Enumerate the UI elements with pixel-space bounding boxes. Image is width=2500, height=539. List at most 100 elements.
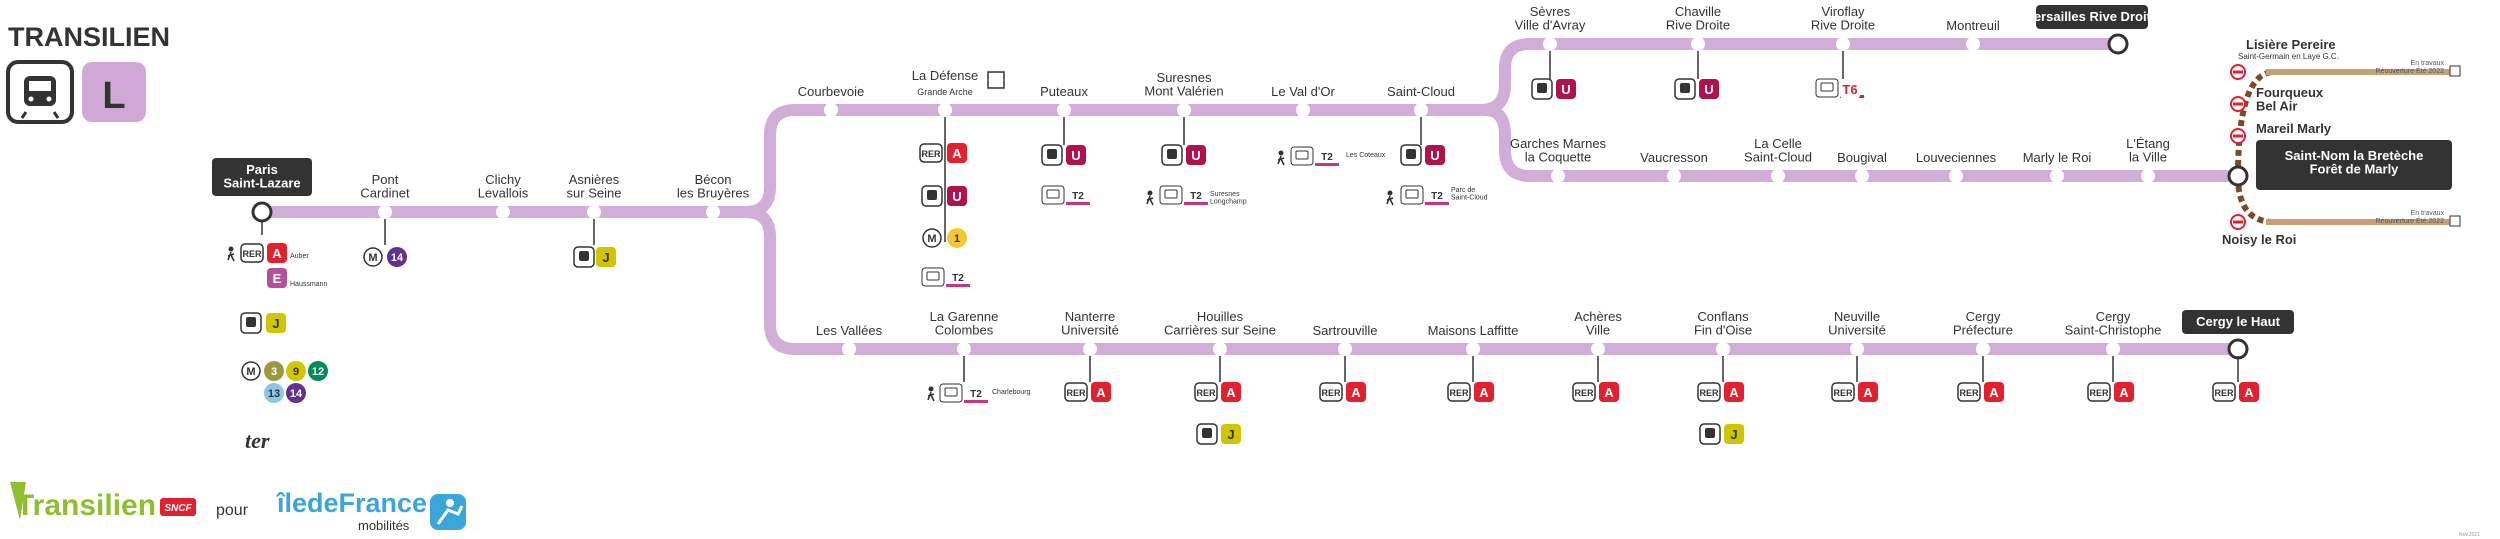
- station-neuville: [1850, 342, 1864, 356]
- j-badge-label: J: [1227, 427, 1234, 442]
- metro-label: M: [927, 233, 936, 245]
- rer-icon: [2212, 382, 2236, 402]
- rer-a-badge: [1984, 382, 2004, 402]
- rer-a-badge-label: A: [1226, 385, 1236, 400]
- walk-icon: [1278, 150, 1284, 156]
- tram-line-label: T2: [952, 273, 964, 284]
- terminal-cergy-label-bg: [2182, 310, 2294, 334]
- transilien-logo: Transilien SNCF: [10, 482, 196, 522]
- u-badge: [1699, 79, 1719, 99]
- tram-line-bar: [1184, 202, 1208, 205]
- rer-a-badge: [947, 143, 967, 163]
- rer-a-badge-label: A: [2119, 385, 2129, 400]
- station-cergy-stc: [2106, 342, 2120, 356]
- metro-line-label: 14: [290, 388, 303, 400]
- note-haussmann: Haussmann: [290, 281, 327, 288]
- closed-icon: [2233, 134, 2243, 138]
- station-louveciennes: [1949, 169, 1963, 183]
- station-marly: [2050, 169, 2064, 183]
- station-garenne: [957, 342, 971, 356]
- station-label-marly: Marly le Roi: [2023, 150, 2092, 165]
- works-note-line2: Réouverture Été 2022: [2376, 216, 2445, 225]
- u-badge-label: U: [1071, 148, 1080, 163]
- rer-a-badge-label: A: [1351, 385, 1361, 400]
- rer-a-badge: [2239, 382, 2259, 402]
- rer-a-badge-label: A: [1479, 385, 1489, 400]
- rer-label: RER: [1449, 388, 1469, 398]
- terminal-paris-label-bg: [212, 158, 312, 196]
- walk-icon: [228, 246, 234, 252]
- tram-icon: [1815, 78, 1839, 98]
- terminal-versailles-station: [2107, 33, 2129, 55]
- rer-a-badge-label: A: [2244, 385, 2254, 400]
- rer-a-badge: [1091, 382, 1111, 402]
- u-badge-label: U: [952, 189, 961, 204]
- ter-logo: ter: [245, 428, 270, 453]
- line-track: [256, 38, 2244, 355]
- metro-label: M: [246, 366, 255, 378]
- train-small-body: [579, 251, 589, 261]
- metro-icon: [922, 228, 942, 248]
- metro-icon: [363, 247, 383, 267]
- metro-line-9: [286, 361, 306, 381]
- station-sevres: [1543, 37, 1557, 51]
- tram-icon: [1041, 185, 1065, 205]
- station-chaville: [1691, 37, 1705, 51]
- station-label-la-defense: La Défense: [912, 68, 979, 83]
- metro-line-14: [286, 383, 306, 403]
- metro-line-3: [264, 361, 284, 381]
- tram-line-label: T2: [1190, 191, 1202, 202]
- train-small-body: [1705, 428, 1715, 438]
- station-la-celle: [1771, 169, 1785, 183]
- works-note-line1: En travaux: [2411, 210, 2445, 217]
- tram-line-label: T2: [970, 389, 982, 400]
- station-label-saint-cloud: Saint-Cloud: [1387, 84, 1455, 99]
- metro-line-label: 12: [312, 366, 324, 378]
- j-badge: [596, 247, 616, 267]
- station-sublabel-lisiere: Saint-Germain en Laye G.C.: [2238, 52, 2339, 61]
- rer-a-badge-label: A: [1863, 385, 1873, 400]
- tram-body: [1295, 150, 1309, 160]
- rer-label: RER: [1959, 388, 1979, 398]
- u-badge-label: U: [1561, 82, 1570, 97]
- rer-icon: [1572, 382, 1596, 402]
- station-la-defense: [938, 103, 952, 117]
- walk-icon: [1387, 190, 1393, 196]
- rer-icon: [1831, 382, 1855, 402]
- rer-label: RER: [1574, 388, 1594, 398]
- station-label-vaucresson: Vaucresson: [1640, 150, 1708, 165]
- t6-badge: [1840, 79, 1860, 99]
- station-becon: [706, 205, 720, 219]
- rer-a-badge: [1221, 382, 1241, 402]
- note-auber: Auber: [290, 253, 309, 260]
- station-montreuil: [1966, 37, 1980, 51]
- metro-line-label: 1: [954, 233, 960, 245]
- station-label-val-dor: Le Val d'Or: [1271, 84, 1335, 99]
- works-icon: [2449, 65, 2461, 77]
- j-badge: [1221, 424, 1241, 444]
- station-label-vallees: Les Vallées: [816, 323, 883, 338]
- note-les-coteaux: Les Coteaux: [1346, 152, 1386, 159]
- station-pont-cardinet: [378, 205, 392, 219]
- terminal-saint-nom-label-bg: [2256, 140, 2452, 190]
- terminal-cergy-station: [2227, 338, 2249, 360]
- metro-line-1: [947, 228, 967, 248]
- station-etang: [2141, 169, 2155, 183]
- station-label-louveciennes: Louveciennes: [1916, 150, 1997, 165]
- rer-icon: [2087, 382, 2111, 402]
- works-icon: [2449, 215, 2461, 227]
- u-badge-label: U: [1191, 148, 1200, 163]
- station-courbevoie: [824, 103, 838, 117]
- rer-label: RER: [1833, 388, 1853, 398]
- svg-text:SNCF: SNCF: [164, 503, 192, 514]
- station-clichy: [496, 205, 510, 219]
- idf-mobilites-logo: îledeFrance mobilités: [275, 488, 466, 533]
